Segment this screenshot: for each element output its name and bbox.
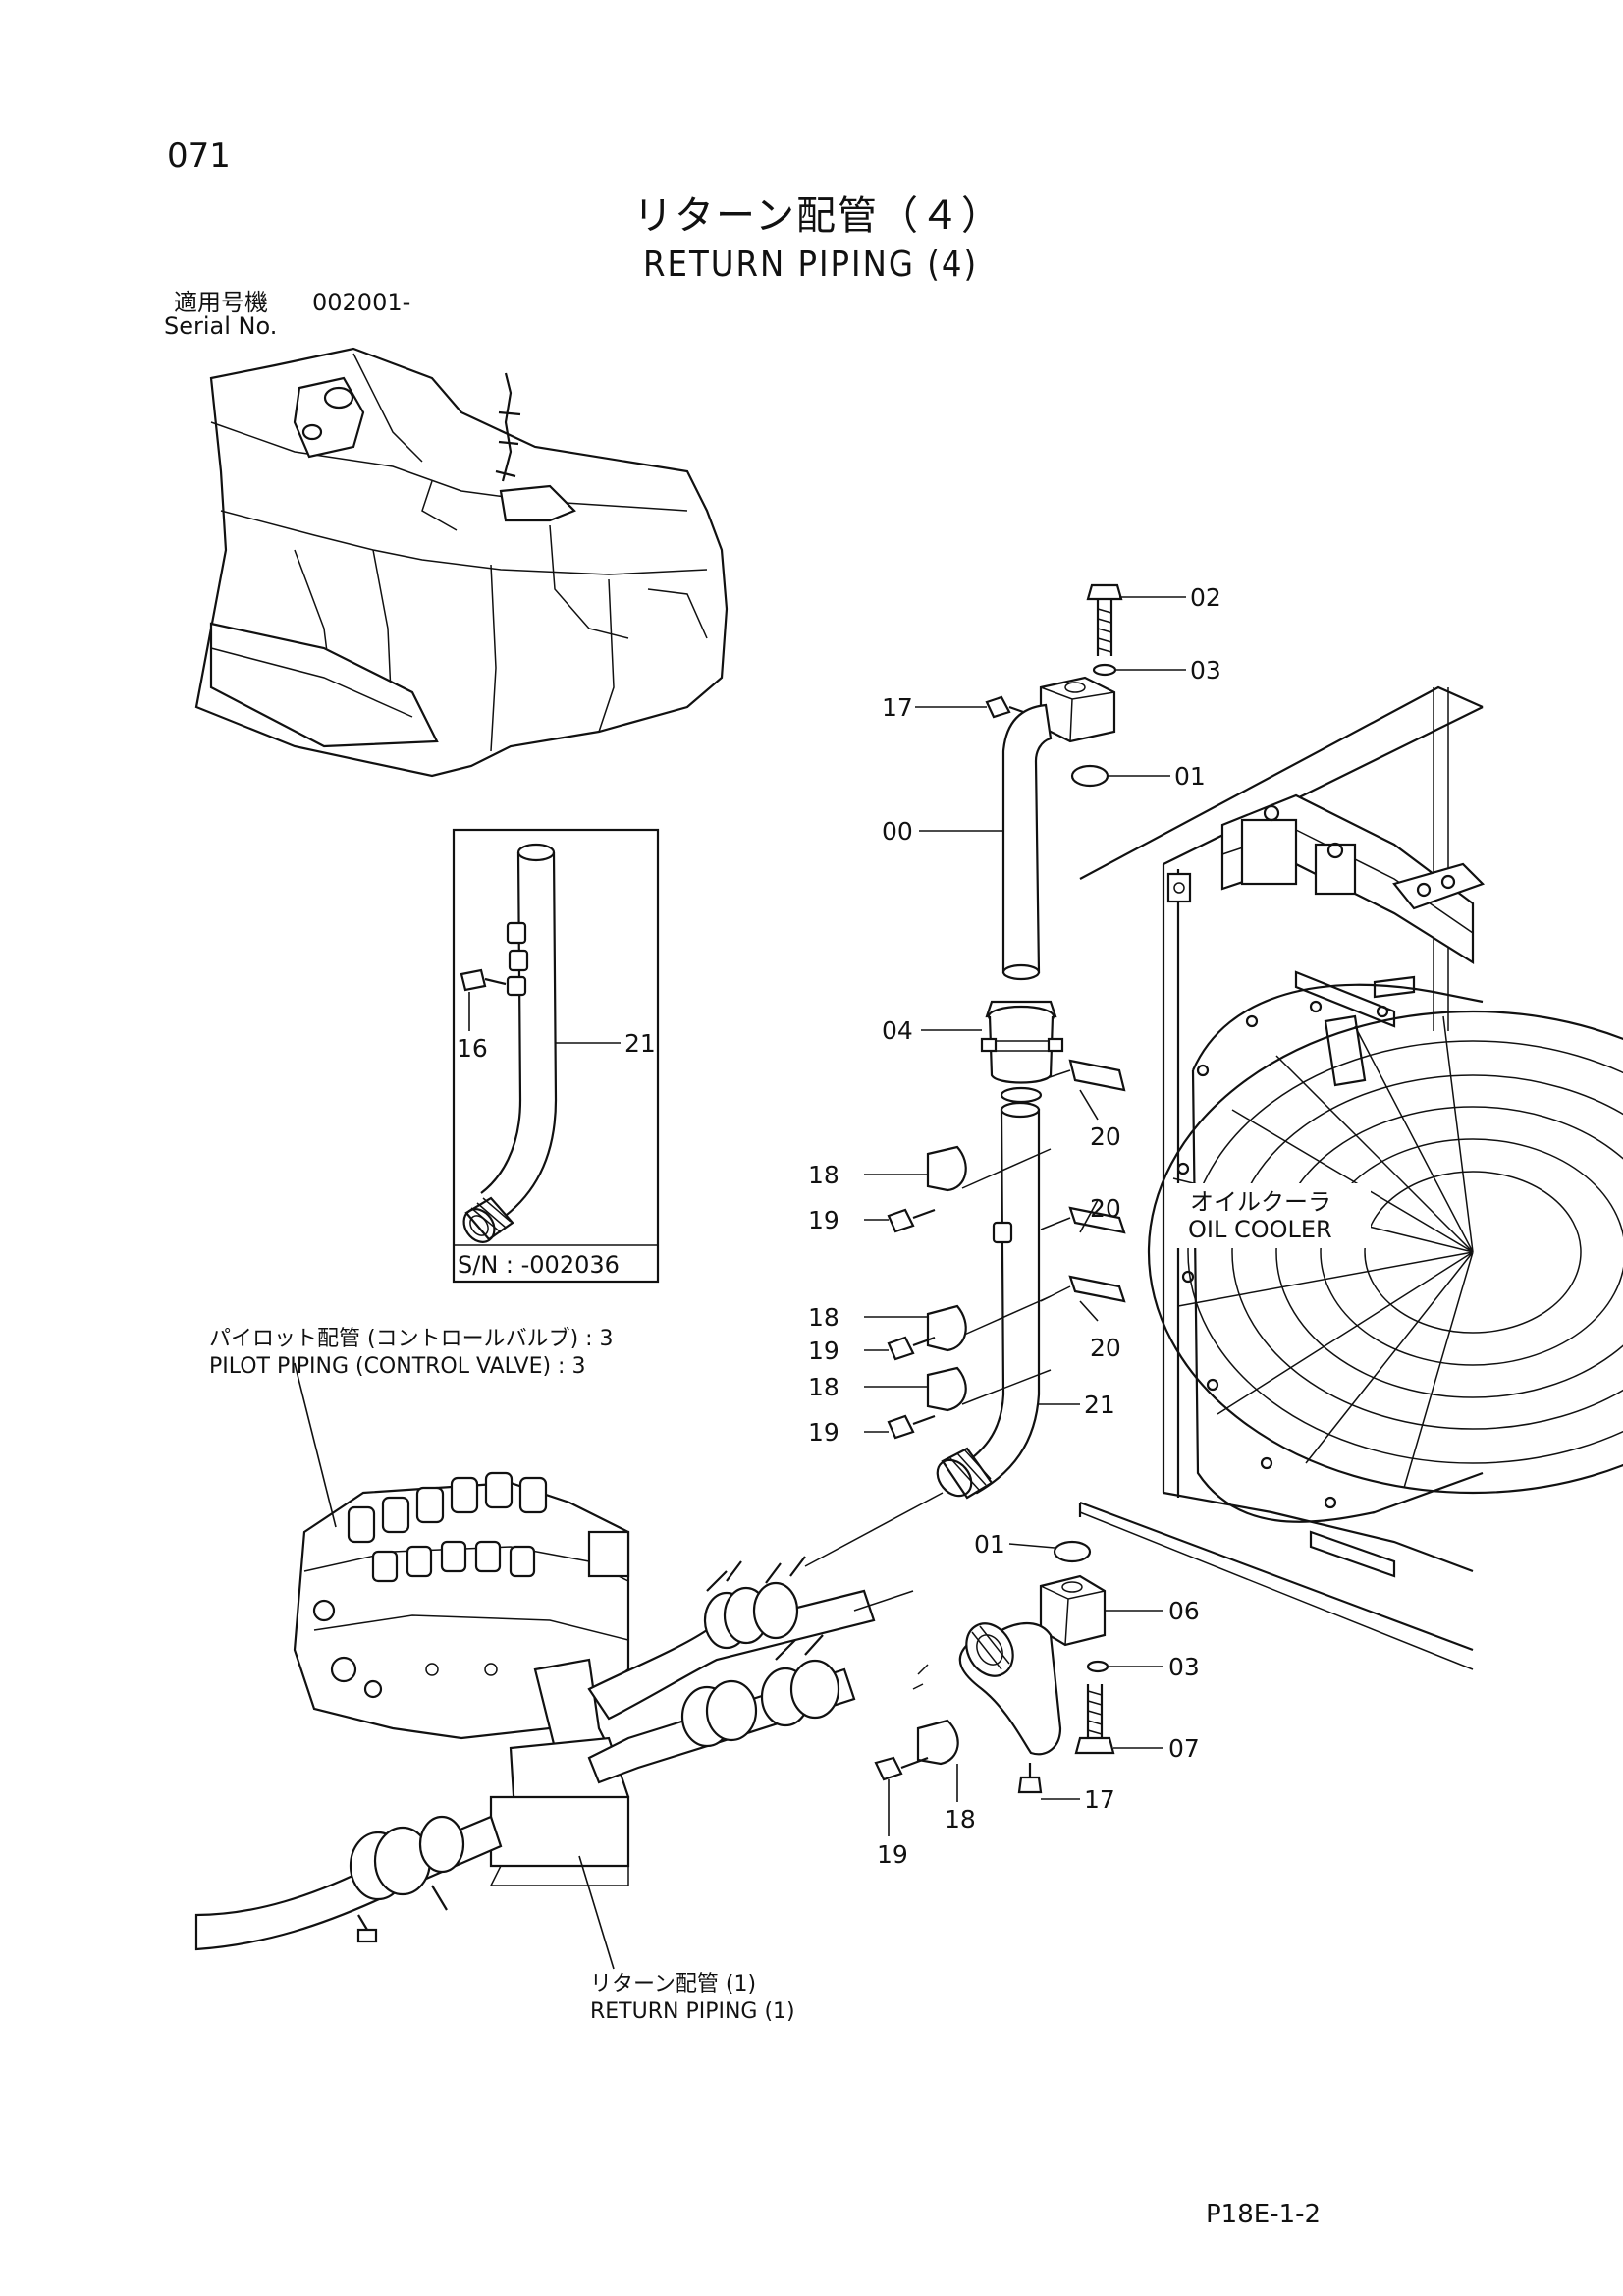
callout-19-b: 19 [808,1337,839,1365]
callout-16: 16 [457,1034,488,1063]
serial-label-english: Serial No. [164,312,278,340]
leader-lines [864,596,1186,1836]
callout-02: 02 [1190,583,1221,612]
callout-21-inset: 21 [624,1029,656,1058]
upper-return-pipe [887,583,1126,1500]
oil-cooler-label-japanese: オイルクーラ [1190,1188,1331,1216]
callout-20-c: 20 [1090,1334,1121,1362]
oil-cooler-label-english: OIL COOLER [1188,1216,1332,1243]
callout-18-bottom: 18 [945,1805,976,1833]
title-english: RETURN PIPING (4) [643,245,979,285]
pilot-piping-label-english: PILOT PIPING (CONTROL VALVE) : 3 [209,1354,586,1379]
pilot-piping-label-japanese: パイロット配管 (コントロールバルブ) : 3 [209,1327,614,1351]
serial-label-japanese: 適用号機 [174,289,268,316]
callout-04: 04 [882,1016,913,1045]
serial-value: 002001- [312,289,411,316]
machine-frame-overview [194,347,729,778]
callout-01-bottom: 01 [974,1530,1005,1558]
callout-18-c: 18 [808,1373,839,1401]
oil-cooler [1078,685,1623,1652]
callout-21: 21 [1084,1391,1115,1419]
return-piping-1-label-english: RETURN PIPING (1) [590,1999,795,2024]
title-japanese: リターン配管（４） [633,193,1002,239]
return-pipe-main [194,1556,876,1970]
callout-19-c: 19 [808,1418,839,1447]
callout-20-b: 20 [1090,1194,1121,1223]
callout-03-bottom: 03 [1168,1653,1200,1681]
lower-return-pipe [804,1492,1474,1794]
callout-07: 07 [1168,1734,1200,1763]
callout-17-top: 17 [882,693,913,722]
page-number: 071 [167,137,231,176]
inset-box [452,828,660,1284]
callout-01-top: 01 [1174,762,1206,791]
callout-03-top: 03 [1190,656,1221,684]
callout-18-b: 18 [808,1303,839,1332]
callout-19-a: 19 [808,1206,839,1234]
callout-19-bottom: 19 [877,1840,908,1869]
callout-18-a: 18 [808,1161,839,1189]
return-piping-1-label-japanese: リターン配管 (1) [590,1972,757,1996]
callout-17-bottom: 17 [1084,1785,1115,1814]
callout-20-a: 20 [1090,1122,1121,1151]
footer-page-code: P18E-1-2 [1206,2200,1322,2229]
callout-06: 06 [1168,1597,1200,1625]
inset-serial-range: S/N : -002036 [458,1251,620,1279]
callout-00: 00 [882,817,913,846]
